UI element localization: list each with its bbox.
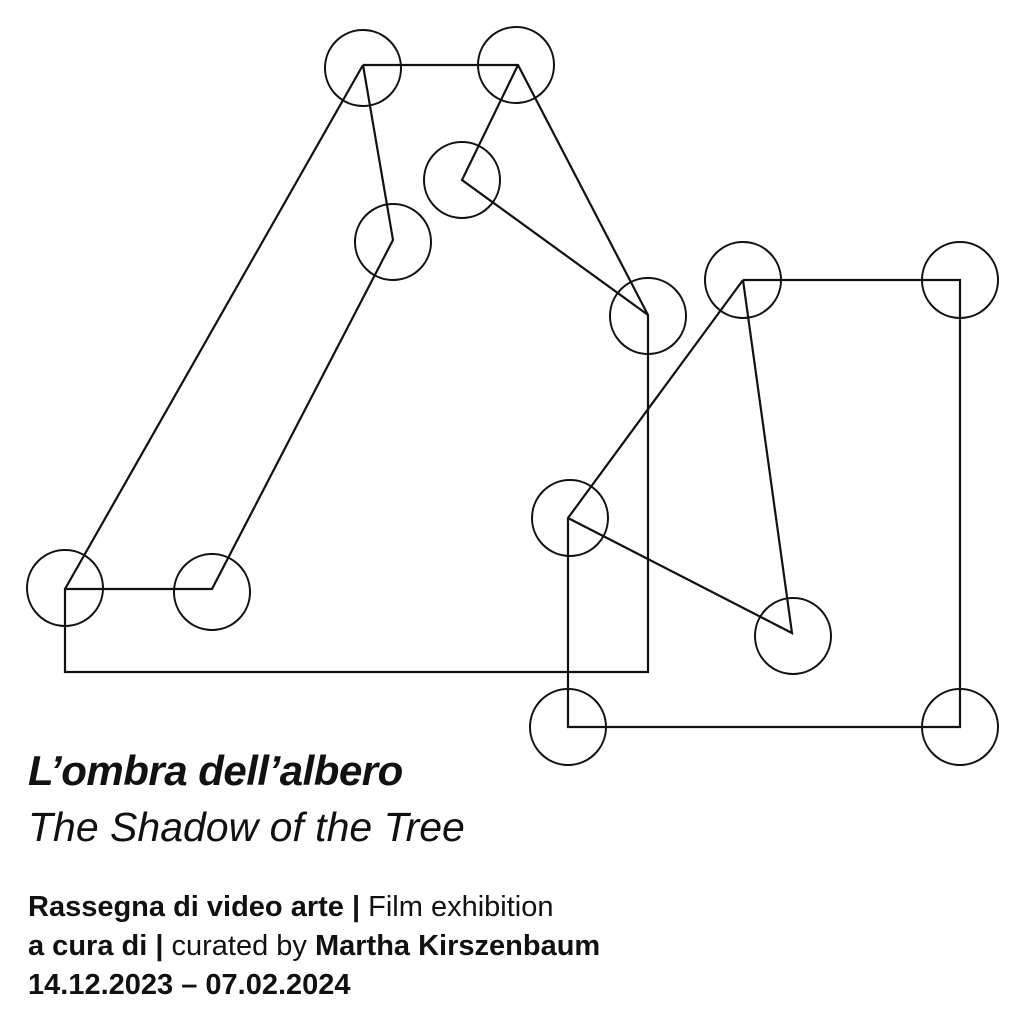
node-circle — [26, 549, 104, 627]
node-circle — [921, 241, 999, 319]
node-circle — [354, 203, 432, 281]
curated-by-english: curated by — [163, 930, 315, 962]
node-circle — [423, 141, 501, 219]
node-circle — [173, 553, 251, 631]
exhibition-type-english: Film exhibition — [360, 891, 554, 923]
node-circle — [704, 241, 782, 319]
exhibition-dates: 14.12.2023 – 07.02.2024 — [28, 969, 351, 1001]
node-circle — [754, 597, 832, 675]
title-italian: L’ombra dell’albero — [28, 747, 403, 794]
node-circle — [921, 688, 999, 766]
node-circle — [531, 479, 609, 557]
node-circle — [324, 29, 402, 107]
node-circle — [609, 277, 687, 355]
curator-line: a cura di | curated by Martha Kirszenbau… — [28, 928, 600, 964]
exhibition-type-italian: Rassegna di video arte | — [28, 891, 361, 923]
right-figure-outline — [566, 278, 962, 729]
title-english: The Shadow of the Tree — [28, 804, 465, 850]
exhibition-type-line: Rassegna di video arte | Film exhibition — [28, 889, 553, 925]
curator-name: Martha Kirszenbaum — [314, 930, 601, 962]
curated-by-italian: a cura di | — [28, 930, 164, 962]
node-circle — [529, 688, 607, 766]
node-circle — [477, 26, 555, 104]
left-figure-outline — [63, 63, 650, 674]
